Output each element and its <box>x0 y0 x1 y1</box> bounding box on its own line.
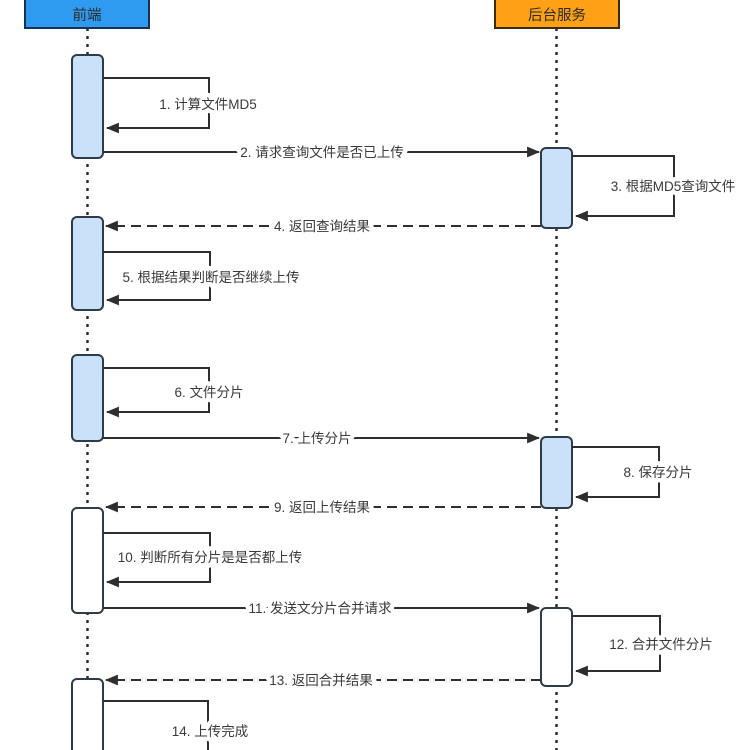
message-1-line <box>103 77 210 134</box>
participant-frontend: 前端 <box>24 0 150 29</box>
message-8: 8. 保存分片 <box>572 446 697 503</box>
message-5: 5. 根据结果判断是否继续上传 <box>103 251 304 306</box>
message-1: 1. 计算文件MD5 <box>103 77 261 134</box>
message-3: 3. 根据MD5查询文件 <box>572 155 740 222</box>
message-12-label: 12. 合并文件分片 <box>609 637 713 652</box>
message-10-label: 10. 判断所有分片是是否都上传 <box>118 550 303 565</box>
participant-backend-label: 后台服务 <box>528 7 586 24</box>
message-9: 9. 返回上传结果 <box>104 496 541 520</box>
message-13-label: 13. 返回合并结果 <box>269 673 373 688</box>
message-11-label: 11. 发送文分片合并请求 <box>248 601 392 616</box>
participant-backend: 后台服务 <box>494 0 620 29</box>
participant-frontend-label: 前端 <box>73 7 102 24</box>
message-8-line <box>572 446 660 503</box>
message-10: 10. 判断所有分片是是否都上传 <box>103 532 307 588</box>
backend-activation-2 <box>540 436 573 509</box>
message-14: 14. 上传完成 <box>103 700 253 750</box>
message-11: 11. 发送文分片合并请求 <box>103 597 541 621</box>
participant-frontend-box <box>24 0 150 29</box>
message-2: 2. 请求查询文件是否已上传 <box>103 141 541 165</box>
message-6: 6. 文件分片 <box>103 367 248 418</box>
message-3-line <box>572 155 675 222</box>
message-8-label: 8. 保存分片 <box>623 465 692 480</box>
message-6-label: 6. 文件分片 <box>174 385 243 400</box>
message-1-label: 1. 计算文件MD5 <box>159 97 257 112</box>
participant-backend-box <box>494 0 620 29</box>
message-3-label: 3. 根据MD5查询文件 <box>611 179 736 194</box>
message-14-line <box>103 700 209 750</box>
message-12-line <box>572 615 661 677</box>
frontend-activation-4 <box>71 507 104 614</box>
message-14-label: 14. 上传完成 <box>172 724 249 739</box>
frontend-activation-1 <box>71 54 104 159</box>
message-7-label: 7. 上传分片 <box>282 431 351 446</box>
message-5-label: 5. 根据结果判断是否继续上传 <box>122 270 299 285</box>
message-2-label: 2. 请求查询文件是否已上传 <box>240 145 404 160</box>
message-6-line <box>103 367 210 418</box>
message-5-line <box>103 251 211 306</box>
frontend-activation-3 <box>71 354 104 442</box>
message-4-label: 4. 返回查询结果 <box>274 219 371 234</box>
message-4: 4. 返回查询结果 <box>104 215 541 239</box>
message-10-line <box>103 532 211 588</box>
backend-activation-1 <box>540 147 573 229</box>
message-13: 13. 返回合并结果 <box>104 669 541 693</box>
message-12: 12. 合并文件分片 <box>572 615 717 677</box>
frontend-activation-2 <box>71 216 104 311</box>
message-9-label: 9. 返回上传结果 <box>274 500 371 515</box>
backend-activation-3 <box>540 607 573 687</box>
message-7: 7. 上传分片 <box>103 427 541 451</box>
frontend-activation-5 <box>71 678 104 750</box>
